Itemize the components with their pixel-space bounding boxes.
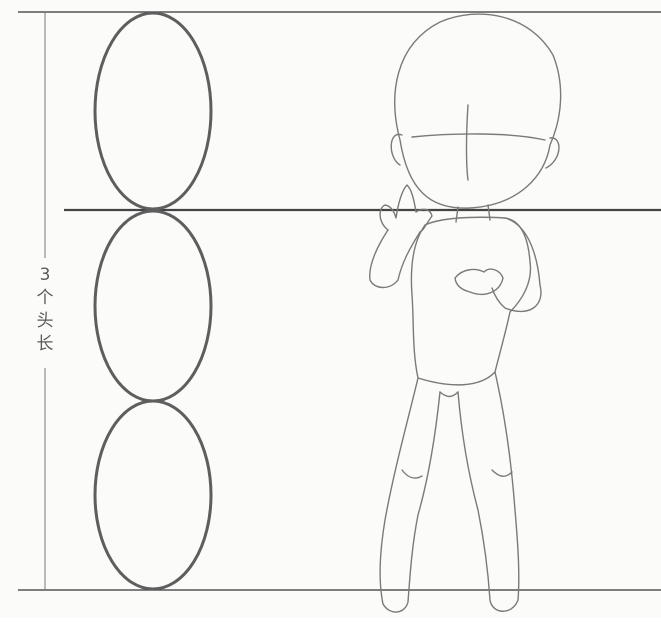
figure-chest-hand — [455, 269, 503, 294]
figure-left-knee — [402, 470, 422, 478]
measure-label-char-1: 个 — [30, 287, 60, 310]
figure-right-knee — [492, 470, 512, 476]
figure-crotch — [440, 392, 458, 397]
figure-right-leg — [458, 372, 519, 611]
figure-left-leg — [380, 378, 440, 612]
measure-label-char-2: 头 — [30, 310, 60, 333]
figure-right-arm — [492, 285, 541, 311]
face-horizontal-guide — [412, 134, 545, 140]
figure-head — [395, 14, 561, 208]
measure-label-number: 3 — [30, 264, 60, 287]
face-vertical-guide — [467, 105, 469, 180]
head-unit-ellipse-3 — [95, 401, 211, 589]
head-unit-ellipse-1 — [95, 13, 211, 209]
head-unit-ellipse-2 — [95, 211, 211, 401]
figure-torso — [411, 217, 530, 385]
measure-label: 3 个 头 长 — [30, 262, 60, 358]
measure-label-char-3: 长 — [30, 333, 60, 356]
chibi-figure — [370, 14, 561, 612]
figure-shoulder — [505, 218, 540, 285]
